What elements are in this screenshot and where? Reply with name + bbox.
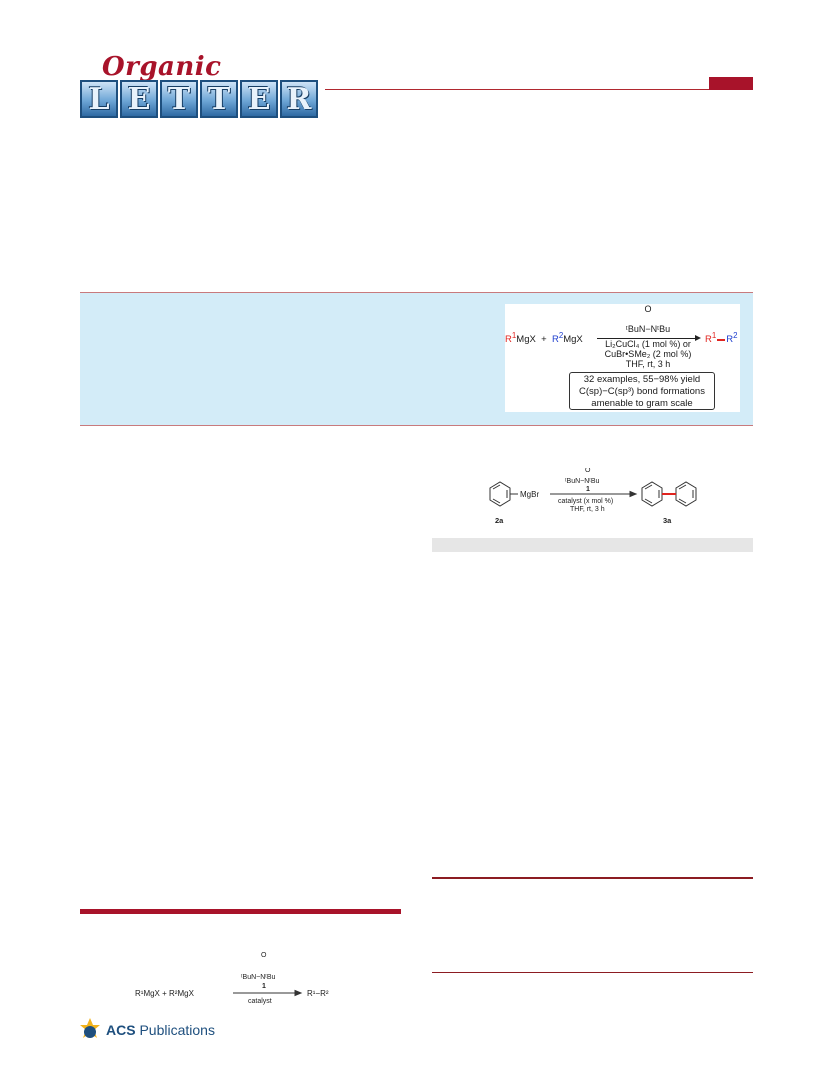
scheme-cross-coupling: R¹MgX + R²MgX O ᵗBuN−NᵗBu 1 catalyst R¹−… [135,952,375,1008]
logo-letter: T [200,80,238,118]
logo-letter: T [160,80,198,118]
toc-mgx-1: MgX [516,334,536,346]
toc-r2: R [551,334,559,346]
reagent-label: MgBr [520,490,539,499]
scheme-homocoupling: MgBr O ᵗBuN−NᵗBu 1 catalyst (x mol %) TH… [480,467,720,538]
toc-new-bond [717,338,726,341]
catalyst-label: catalyst (x mol %) [558,498,613,505]
toc-graphic: R1MgX + R2MgX O ᵗBuN−NᵗBu Li₂CuCl₄ (1 mo… [505,304,740,412]
publisher-name: ACS Publications [106,1022,215,1038]
logo-letter: E [120,80,158,118]
toc-product-r2-sup: 2 [733,331,738,340]
toc-oxidant-o: O [644,304,652,314]
oxidant-o-label: O [261,952,267,959]
toc-arrow [597,338,699,339]
oxidant-label: ᵗBuN−NᵗBu [565,478,600,485]
toc-r1-sup: 1 [511,331,517,340]
section-rule [432,877,753,879]
toc-oxidant: ᵗBuN−NᵗBu [625,324,671,334]
header-rule [325,89,753,90]
logo-letter-boxes: L E T T E R [80,80,318,118]
publisher-logo: ACS Publications [80,1018,215,1042]
oxidant-label: ᵗBuN−NᵗBu [241,974,276,981]
logo-letter: R [280,80,318,118]
toc-product-r1-sup: 1 [711,331,717,340]
table-header-bar [432,538,753,552]
compound-number: 1 [262,983,266,990]
publisher-name-bold: ACS [106,1022,136,1038]
toc-highlight: C(sp)−C(sp³) bond formations [579,386,705,397]
benzene-ring-icon [489,481,518,507]
toc-conditions: THF, rt, 3 h [625,359,671,369]
toc-plus: + [541,334,547,346]
section-rule [432,972,753,973]
scheme-homocoupling-drawing: MgBr O ᵗBuN−NᵗBu 1 catalyst (x mol %) TH… [489,467,697,525]
toc-product-r2: R [726,334,734,346]
reaction-arrow [233,989,303,997]
acs-seal-icon [80,1018,100,1038]
conditions-label: THF, rt, 3 h [570,506,605,513]
journal-logo: Organic L E T T E R [80,52,325,122]
section-rule-thick [80,909,401,914]
label-2a: 2a [495,516,504,525]
reaction-arrow [550,490,638,498]
toc-reactants: R1MgX + R2MgX [505,331,583,345]
toc-highlights-box: 32 examples, 55−98% yield C(sp)−C(sp³) b… [569,372,715,410]
toc-highlight: amenable to gram scale [591,398,693,409]
reactants-label: R¹MgX + R²MgX [135,989,195,998]
catalyst-label: catalyst [248,998,272,1005]
logo-script-text: Organic [102,52,222,82]
toc-highlight: 32 examples, 55−98% yield [583,374,701,385]
product-label: R¹−R² [307,989,329,998]
biphenyl-icon [641,481,697,507]
toc-r1: R [505,334,512,346]
toc-product-r1: R [705,334,712,346]
header-letter-tab [709,77,753,90]
toc-catalyst-1: Li₂CuCl₄ (1 mol %) or [605,339,691,349]
scheme-cross-coupling-drawing: R¹MgX + R²MgX O ᵗBuN−NᵗBu 1 catalyst R¹−… [135,952,329,1005]
compound-number: 1 [586,486,590,493]
toc-r2-sup: 2 [558,331,564,340]
logo-letter: E [240,80,278,118]
oxidant-o-label: O [585,468,591,474]
toc-catalyst-2: CuBr•SMe₂ (2 mol %) [604,349,692,359]
publisher-name-rest: Publications [135,1022,215,1038]
toc-mgx-2: MgX [563,334,583,346]
toc-arrow-head [695,335,701,341]
logo-letter: L [80,80,118,118]
label-3a: 3a [663,516,672,525]
